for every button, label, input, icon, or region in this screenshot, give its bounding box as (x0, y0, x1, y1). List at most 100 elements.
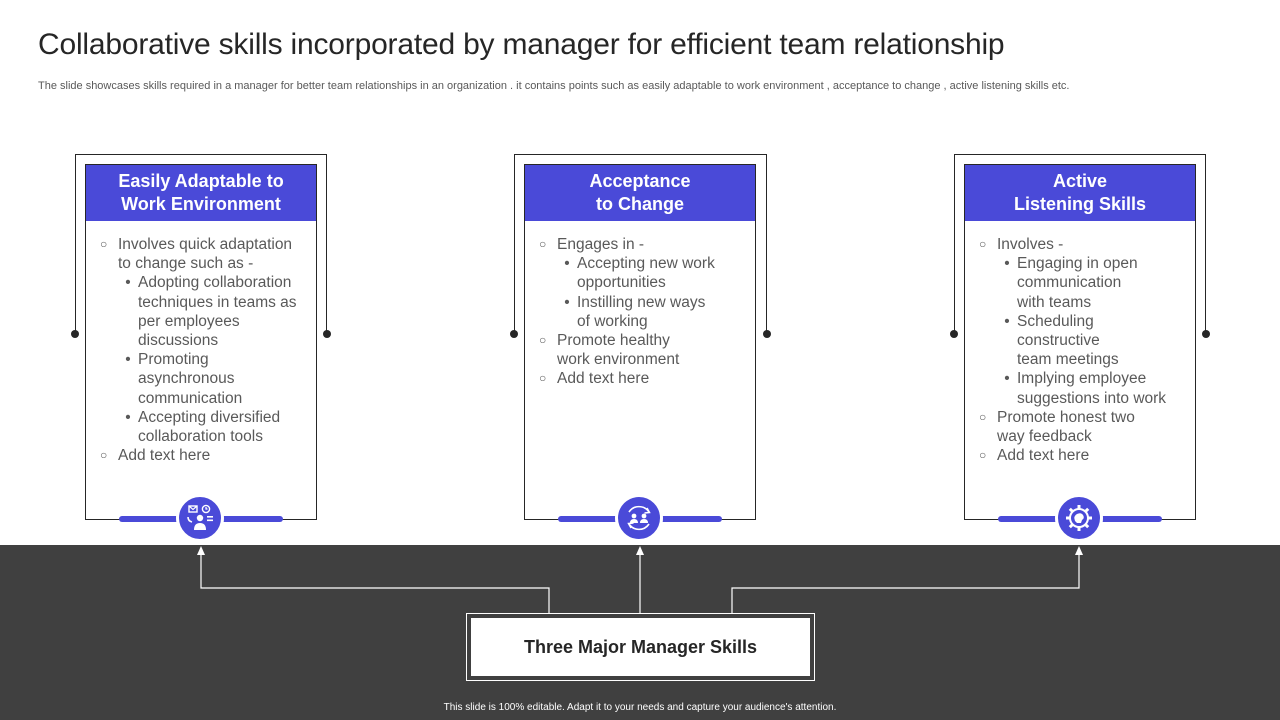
circle-bullet-icon: ○ (539, 371, 547, 386)
card-frame-1 (75, 154, 327, 334)
bullet-text: per employees (138, 312, 240, 330)
card-heading-line: to Change (596, 194, 684, 214)
card-heading-line: Listening Skills (1013, 194, 1147, 214)
bullet-item: ○ Add text here (100, 446, 304, 465)
bullet-text: Add text here (118, 447, 211, 465)
dot-bullet-icon: • (1004, 370, 1010, 388)
center-label: Three Major Manager Skills (471, 618, 810, 676)
sub-bullet-item: constructive (979, 331, 1183, 350)
dot-bullet-icon: • (564, 293, 570, 311)
bullet-text: with teams (1017, 293, 1092, 311)
card-frame-2 (514, 154, 767, 334)
card-heading-line: Work Environment (121, 194, 281, 214)
bullet-text: Promote healthy (557, 332, 670, 350)
circle-bullet-icon: ○ (979, 409, 987, 424)
bullet-text: Promote honest two (997, 408, 1135, 426)
bullet-item: ○ Promote healthy (539, 331, 743, 350)
dot-bullet-icon: • (1004, 255, 1010, 273)
footer-note: This slide is 100% editable. Adapt it to… (443, 702, 837, 713)
communication-person-icon (176, 494, 224, 542)
bullet-text: discussions (138, 332, 219, 350)
circle-bullet-icon: ○ (979, 237, 987, 251)
bullet-text: Accepting new work (577, 255, 715, 273)
bullet-text: Accepting diversified (138, 408, 281, 426)
sub-bullet-item: communication (100, 389, 304, 408)
sub-bullet-item: •Implying employee (979, 369, 1183, 388)
card-body: ○ Involves quick adaptation to change such… (86, 221, 316, 465)
dot-bullet-icon: • (125, 408, 131, 426)
card-heading: Easily Adaptable to Work Environment (86, 165, 316, 221)
bullet-text: suggestions into work (1017, 389, 1167, 407)
bullet-text: Add text here (557, 370, 650, 388)
frame-dot (1202, 330, 1210, 338)
page-title: Collaborative skills incorporated by man… (38, 28, 1005, 61)
card-heading: Acceptance to Change (525, 165, 755, 221)
card-heading-line: Easily Adaptable to (118, 171, 284, 191)
bullet-item: work environment (539, 350, 743, 369)
circle-bullet-icon: ○ (539, 333, 547, 348)
bullet-text: Involves quick adaptation (118, 236, 293, 253)
bullet-text: Instilling new ways (577, 293, 706, 311)
skill-card-2: Acceptance to Change ○ Engages in - • Accep… (524, 164, 756, 520)
card-heading-line: Active (1052, 171, 1108, 191)
dot-bullet-icon: • (125, 351, 131, 369)
bullet-text: Adopting collaboration (138, 274, 292, 292)
card-heading: Active Listening Skills (965, 165, 1195, 221)
circle-bullet-icon: ○ (100, 237, 108, 251)
bullet-text: collaboration tools (138, 428, 263, 446)
circle-bullet-icon: ○ (100, 448, 108, 463)
sub-bullet-item: • Accepting new work (539, 254, 743, 273)
bullet-text: Promoting (138, 351, 209, 369)
bullet-item: ○ Add text here (539, 369, 743, 388)
bullet-text: Involves - (997, 236, 1064, 253)
sub-bullet-item: • Promoting (100, 350, 304, 369)
bullet-text: communication (138, 389, 243, 407)
bullet-text: Add text here (997, 447, 1090, 465)
bullet-text: way feedback (997, 428, 1092, 446)
sub-bullet-item: discussions (100, 331, 304, 350)
bullet-text: communication (1017, 274, 1122, 292)
frame-dot (950, 330, 958, 338)
frame-dot (71, 330, 79, 338)
bullet-item: to change such as - (100, 254, 304, 273)
sub-bullet-item: of working (539, 312, 743, 331)
card-frame-3 (954, 154, 1206, 334)
sub-bullet-item: techniques in teams as (100, 293, 304, 312)
frame-dot (763, 330, 771, 338)
center-box-frame (466, 613, 815, 681)
sub-bullet-item: • Instilling new ways (539, 293, 743, 312)
dot-bullet-icon: • (125, 274, 131, 292)
bullet-text: Engages in - (557, 236, 645, 253)
bullet-item: ○Add text here (979, 446, 1183, 465)
page-subtitle: The slide showcases skills required in a… (38, 80, 1070, 92)
frame-dot (510, 330, 518, 338)
bullet-item: ○ Involves quick adaptation (100, 235, 304, 254)
bullet-item: way feedback (979, 427, 1183, 446)
bullet-text: constructive (1017, 332, 1100, 350)
team-change-icon (615, 494, 663, 542)
card-heading-line: Acceptance (589, 171, 691, 191)
sub-bullet-item: per employees (100, 312, 304, 331)
sub-bullet-item: collaboration tools (100, 427, 304, 446)
bullet-text: Engaging in open (1017, 255, 1138, 273)
bullet-text: to change such as - (118, 255, 254, 273)
bullet-text: techniques in teams as (138, 293, 297, 311)
sub-bullet-item: • Adopting collaboration (100, 273, 304, 292)
bullet-item: ○ Engages in - (539, 235, 743, 254)
sub-bullet-item: with teams (979, 293, 1183, 312)
bullet-text: Scheduling (1017, 312, 1094, 330)
sub-bullet-item: suggestions into work (979, 389, 1183, 408)
bullet-item: ○ Involves - (979, 235, 1183, 254)
dot-bullet-icon: • (1004, 312, 1010, 330)
bullet-text: team meetings (1017, 351, 1119, 369)
brain-gear-icon (1055, 494, 1103, 542)
sub-bullet-item: asynchronous (100, 369, 304, 388)
bullet-item: ○ Promote honest two (979, 408, 1183, 427)
sub-bullet-item: team meetings (979, 350, 1183, 369)
circle-bullet-icon: ○ (539, 237, 547, 251)
bullet-text: asynchronous (138, 370, 235, 388)
dot-bullet-icon: • (564, 255, 570, 273)
